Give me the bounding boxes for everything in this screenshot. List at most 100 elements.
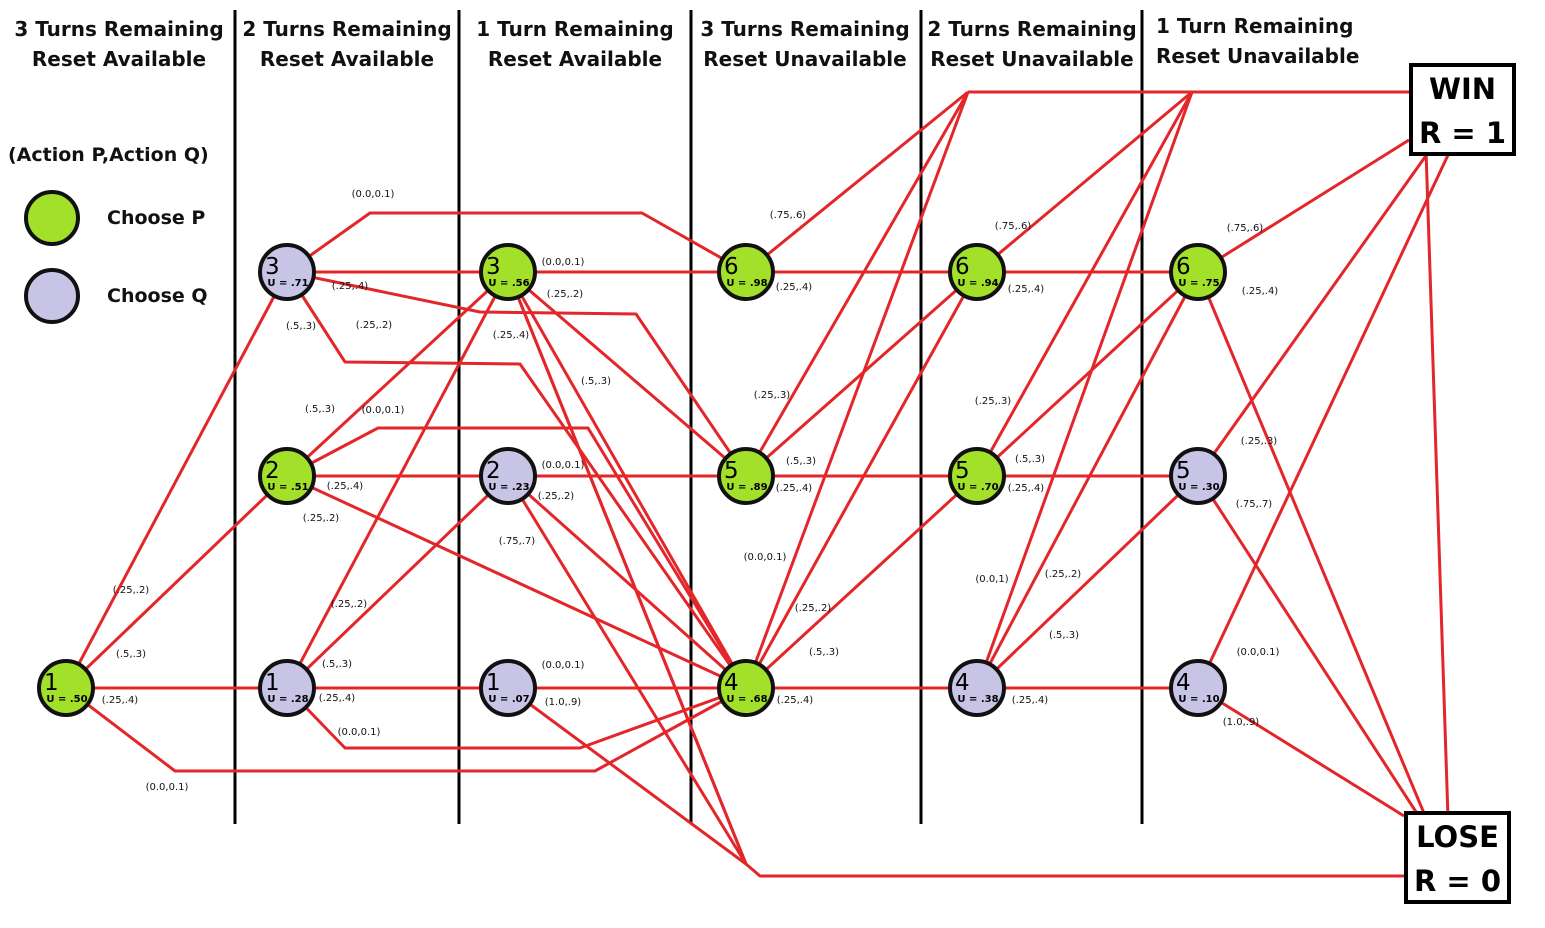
state-node-c5n6: 6U = .75 [1169,243,1227,301]
transition-edge [64,474,289,690]
legend-choose-p: Choose P [24,190,205,246]
edge-label: (1.0,.9) [1223,717,1260,728]
node-circle [948,447,1006,505]
node-number: 2 [486,458,501,484]
lose-label: LOSE [1416,820,1499,854]
transition-edge [745,90,969,274]
node-utility: U = .50 [46,694,87,705]
node-number: 4 [1176,670,1191,696]
legend-title: (Action P,Action Q) [8,144,209,166]
edge-label: (.25,.4) [777,695,814,706]
transition-edge [744,91,970,689]
edge-label: (.25,.4) [102,695,139,706]
transition-edge [1196,271,1428,819]
transition-edge [744,271,979,689]
state-node-c2n1: 1U = .07 [479,659,537,717]
state-node-c2n2: 2U = .23 [479,447,537,505]
node-number: 5 [724,458,739,484]
transition-edge [975,91,1194,689]
edge-label: (0.0,0.1) [1237,647,1280,658]
transition-edge [744,91,970,477]
edge-label: (1.0,.9) [545,697,582,708]
state-node-c4n5: 5U = .70 [948,447,1006,505]
edge-label: (.75,.6) [770,210,807,221]
transition-edge [975,91,1194,477]
edge-label: (.75,.6) [1227,223,1264,234]
transition-edges [64,90,1450,878]
edge-label: (.25,.4) [332,281,369,292]
node-number: 6 [724,254,739,280]
edge-label: (.25,.3) [754,390,791,401]
node-utility: U = .68 [726,694,767,705]
lose-box: LOSE R = 0 [1404,811,1511,904]
transition-edge [285,271,748,689]
node-utility: U = .75 [1178,278,1219,289]
transition-edge [975,270,1200,478]
edge-label: (.25,.4) [1008,483,1045,494]
node-utility: U = .28 [267,694,308,705]
edge-label: (.5,.3) [1015,454,1045,465]
edge-label: (.5,.3) [286,321,316,332]
node-utility: U = .56 [488,278,529,289]
edge-label: (.25,.2) [331,599,368,610]
edge-label: (.75,.7) [1236,499,1273,510]
node-circle [1169,447,1227,505]
node-number: 3 [265,254,280,280]
node-circle [258,659,316,717]
edge-label: (.25,.4) [493,330,530,341]
node-number: 1 [44,670,59,696]
choose-p-label: Choose P [107,207,206,229]
lose-reward: R = 0 [1414,864,1501,898]
win-label: WIN [1428,72,1497,106]
transition-edge [285,270,510,478]
node-utility: U = .30 [1178,482,1219,493]
state-node-c1n1: 1U = .28 [258,659,316,717]
edge-label: (0.0,0.1) [542,257,585,268]
state-node-c2n3: 3U = .56 [479,243,537,301]
edge-label: (0.0,0.1) [146,782,189,793]
transition-edge [976,90,1193,274]
node-number: 6 [955,254,970,280]
node-circle [37,659,95,717]
edge-label: (0.0,1) [975,574,1008,585]
transition-edge [745,862,1404,878]
transition-edge [975,271,1200,689]
node-circle [479,659,537,717]
state-node-c5n5: 5U = .30 [1169,447,1227,505]
node-utility: U = .10 [1178,694,1219,705]
node-circle [258,243,316,301]
edge-label: (.25,.2) [547,289,584,300]
transition-edge [506,475,748,865]
win-box: WIN R = 1 [1409,63,1516,156]
transition-edge [1197,138,1410,274]
edge-label: (0.0,0.1) [338,727,381,738]
edge-label: (.25,.4) [776,483,813,494]
node-number: 1 [486,670,501,696]
transition-edge [1197,686,1405,818]
transition-edge [507,474,747,690]
state-node-c4n6: 6U = .94 [948,243,1006,301]
choose-p-swatch [24,190,80,246]
node-circle [948,659,1006,717]
state-node-c1n2: 2U = .51 [258,447,316,505]
transition-edge [286,474,747,690]
node-utility: U = .89 [726,482,767,493]
state-node-c0n1: 1U = .50 [37,659,95,717]
state-node-c3n6: 6U = .98 [717,243,775,301]
node-utility: U = .23 [488,482,529,493]
edge-label: (0.0,0.1) [744,552,787,563]
edge-label: (.5,.3) [1049,630,1079,641]
node-circle [258,447,316,505]
state-node-c3n5: 5U = .89 [717,447,775,505]
transition-edge [507,270,747,478]
transition-edge [745,270,978,478]
node-circle [479,447,537,505]
transition-edge [1196,149,1432,477]
